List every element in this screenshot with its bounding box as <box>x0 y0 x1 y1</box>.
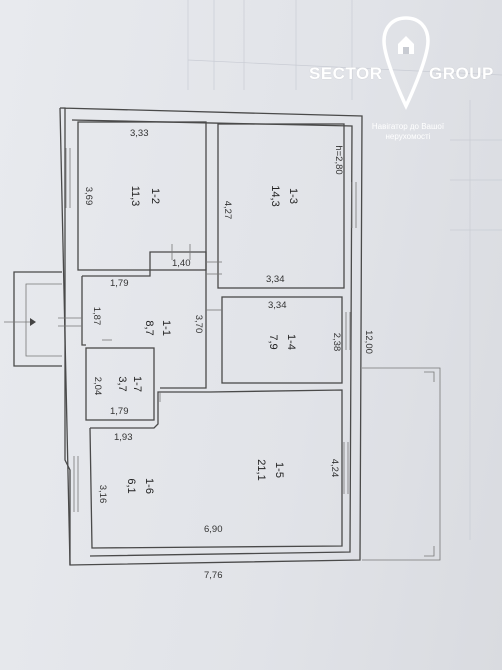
room-1-4-outline <box>221 296 343 384</box>
dim-3-70: 3,70 <box>193 315 204 334</box>
dim-3-16: 3,16 <box>97 485 108 504</box>
room-1-5-area: 21,1 <box>255 459 267 480</box>
dim-6-90: 6,90 <box>204 524 223 535</box>
brand-tagline: Навігатор до Вашої нерухомості <box>371 122 445 141</box>
room-1-4-id: 1-4 <box>285 334 297 350</box>
dim-3-33: 3,33 <box>130 128 149 139</box>
room-1-2-area: 11,3 <box>129 186 141 207</box>
room-1-1-area: 8,7 <box>143 320 155 335</box>
brand-logo: SECTOR GROUP <box>307 30 502 120</box>
dim-2-04: 2,04 <box>92 377 103 396</box>
room-1-7-area: 3,7 <box>116 376 128 391</box>
dim-4-24: 4,24 <box>329 459 340 478</box>
dim-1-79-a: 1,79 <box>110 278 129 289</box>
windows <box>65 148 357 512</box>
room-1-4-area: 7,9 <box>267 334 279 349</box>
room-1-2-id: 1-2 <box>149 188 161 204</box>
room-1-1-id: 1-1 <box>160 320 172 336</box>
dim-1-40: 1,40 <box>172 258 191 269</box>
room-1-3-id: 1-3 <box>287 188 299 204</box>
dim-3-34-b: 3,34 <box>268 300 287 311</box>
room-labels: 1-2 11,3 1-3 14,3 1-1 8,7 1-4 7,9 1-7 3,… <box>116 185 299 494</box>
ceiling-height: h=2,80 <box>333 145 344 174</box>
room-1-1-outline <box>82 251 207 389</box>
room-1-7-id: 1-7 <box>131 376 143 392</box>
dim-7-76: 7,76 <box>204 570 223 581</box>
annex <box>362 367 441 561</box>
dim-3-34-a: 3,34 <box>266 274 285 285</box>
room-1-5-id: 1-5 <box>273 462 285 478</box>
room-1-3-area: 14,3 <box>269 185 281 206</box>
room-1-5-outline <box>89 389 343 549</box>
dim-1-79-b: 1,79 <box>110 406 129 417</box>
dim-12-00: 12,00 <box>363 330 374 354</box>
door-marks <box>102 244 222 402</box>
dimension-labels: 3,33 3,69 4,27 h=2,80 1,40 1,79 3,34 3,3… <box>83 128 374 581</box>
dim-4-27: 4,27 <box>222 201 233 220</box>
background-grid <box>187 0 502 540</box>
room-1-3-outline <box>217 123 345 289</box>
room-1-6-id: 1-6 <box>143 478 155 494</box>
room-1-6-area: 6,1 <box>125 478 137 493</box>
outer-walls <box>59 107 363 566</box>
entrance <box>4 271 82 367</box>
dim-3-69: 3,69 <box>83 187 94 206</box>
dim-2-38: 2,38 <box>331 333 342 352</box>
dim-1-87: 1,87 <box>91 307 102 326</box>
brand-word-sector: SECTOR <box>309 64 383 83</box>
dim-1-93: 1,93 <box>114 432 133 443</box>
room-1-7-outline <box>85 347 155 421</box>
brand-word-group: GROUP <box>429 64 494 83</box>
map-pin-house-icon <box>380 14 432 119</box>
room-1-2-outline <box>77 121 207 271</box>
svg-text:1-2: 1-2 <box>149 188 161 204</box>
